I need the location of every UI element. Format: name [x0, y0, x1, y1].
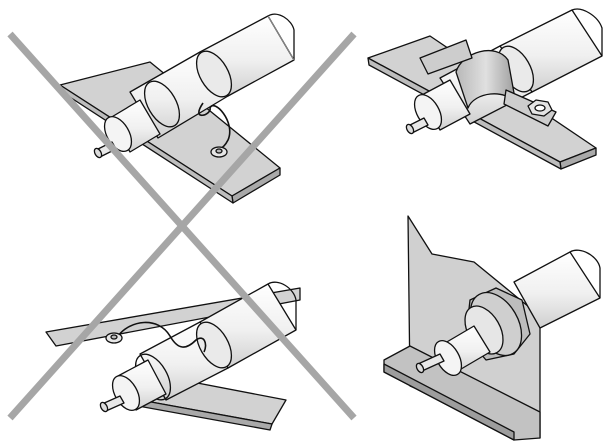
- cable: [93, 13, 295, 159]
- panel-strap-clamp: [367, 8, 603, 170]
- panel-pigtail-clamp-bottom: [45, 281, 301, 431]
- panel-pigtail-clamp-top: [59, 13, 295, 204]
- cable: [513, 249, 601, 329]
- cable-core: [415, 325, 491, 376]
- cross-icon: [7, 31, 357, 421]
- panel-bulkhead-gland: [383, 215, 601, 441]
- hex-nut: [527, 99, 553, 117]
- pigtail-wire: [117, 321, 207, 353]
